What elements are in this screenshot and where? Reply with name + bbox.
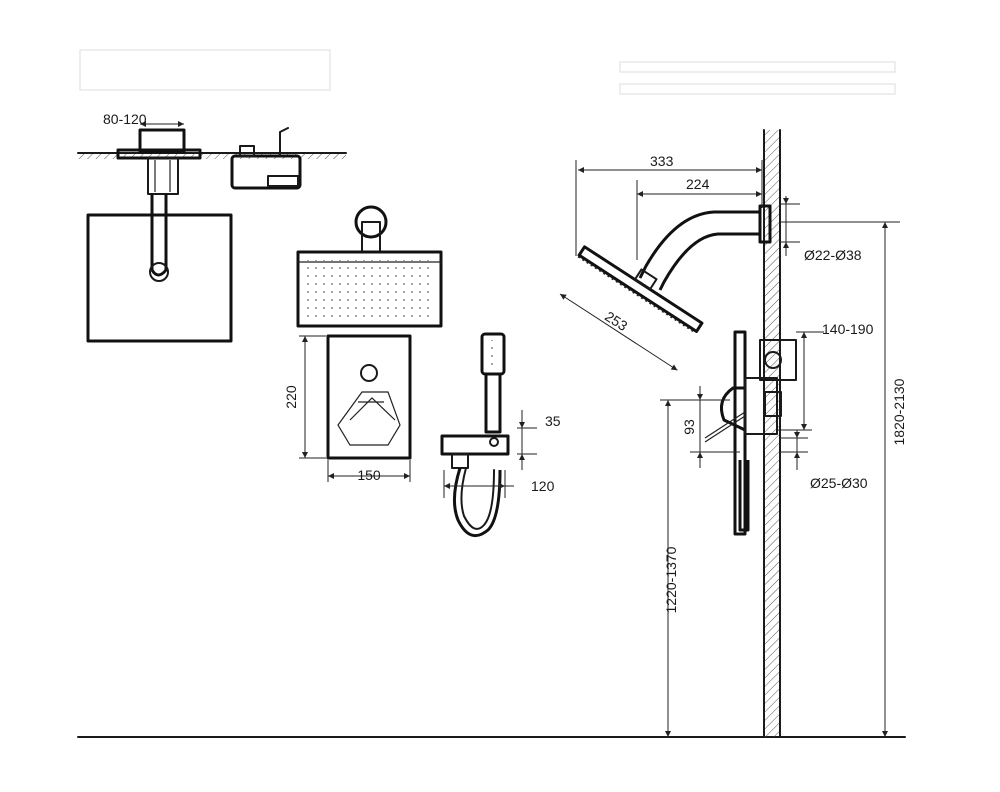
hand-shower-holder (440, 434, 510, 456)
valve-offset-label: 93 (681, 419, 697, 435)
panel-width-label: 150 (357, 467, 381, 483)
valve-height-label: 1220-1370 (663, 546, 679, 613)
holder-offset-label: 35 (545, 413, 561, 429)
ceiling-depth-label: 80-120 (103, 111, 147, 127)
holder-depth-label: 120 (531, 478, 555, 494)
valve-depth-label: 140-190 (822, 321, 874, 337)
pipe-diameter-bottom-label: Ø25-Ø30 (810, 475, 868, 491)
ceiling-shower-plate (86, 213, 233, 343)
pipe-diameter-top-label: Ø22-Ø38 (804, 247, 862, 263)
arm-projection-label: 224 (686, 176, 710, 192)
arm-reach-label: 333 (650, 153, 674, 169)
rain-shower-head (296, 250, 443, 328)
hand-shower (480, 332, 506, 376)
mixer-panel (326, 334, 412, 460)
shower-head-size-label: 253 (602, 308, 630, 334)
ceiling-surface (78, 153, 346, 159)
hand-shower-view: 35 120 (440, 332, 561, 538)
background-watermark (79, 49, 896, 95)
side-view: 333 224 253 Ø22-Ø38 (559, 129, 907, 738)
front-view: 220 150 (283, 205, 443, 483)
shower-head-height-label: 1820-2130 (891, 378, 907, 445)
valve-box-view (230, 127, 302, 190)
panel-height-label: 220 (283, 385, 299, 409)
ceiling-mount-view: 80-120 (77, 111, 347, 343)
